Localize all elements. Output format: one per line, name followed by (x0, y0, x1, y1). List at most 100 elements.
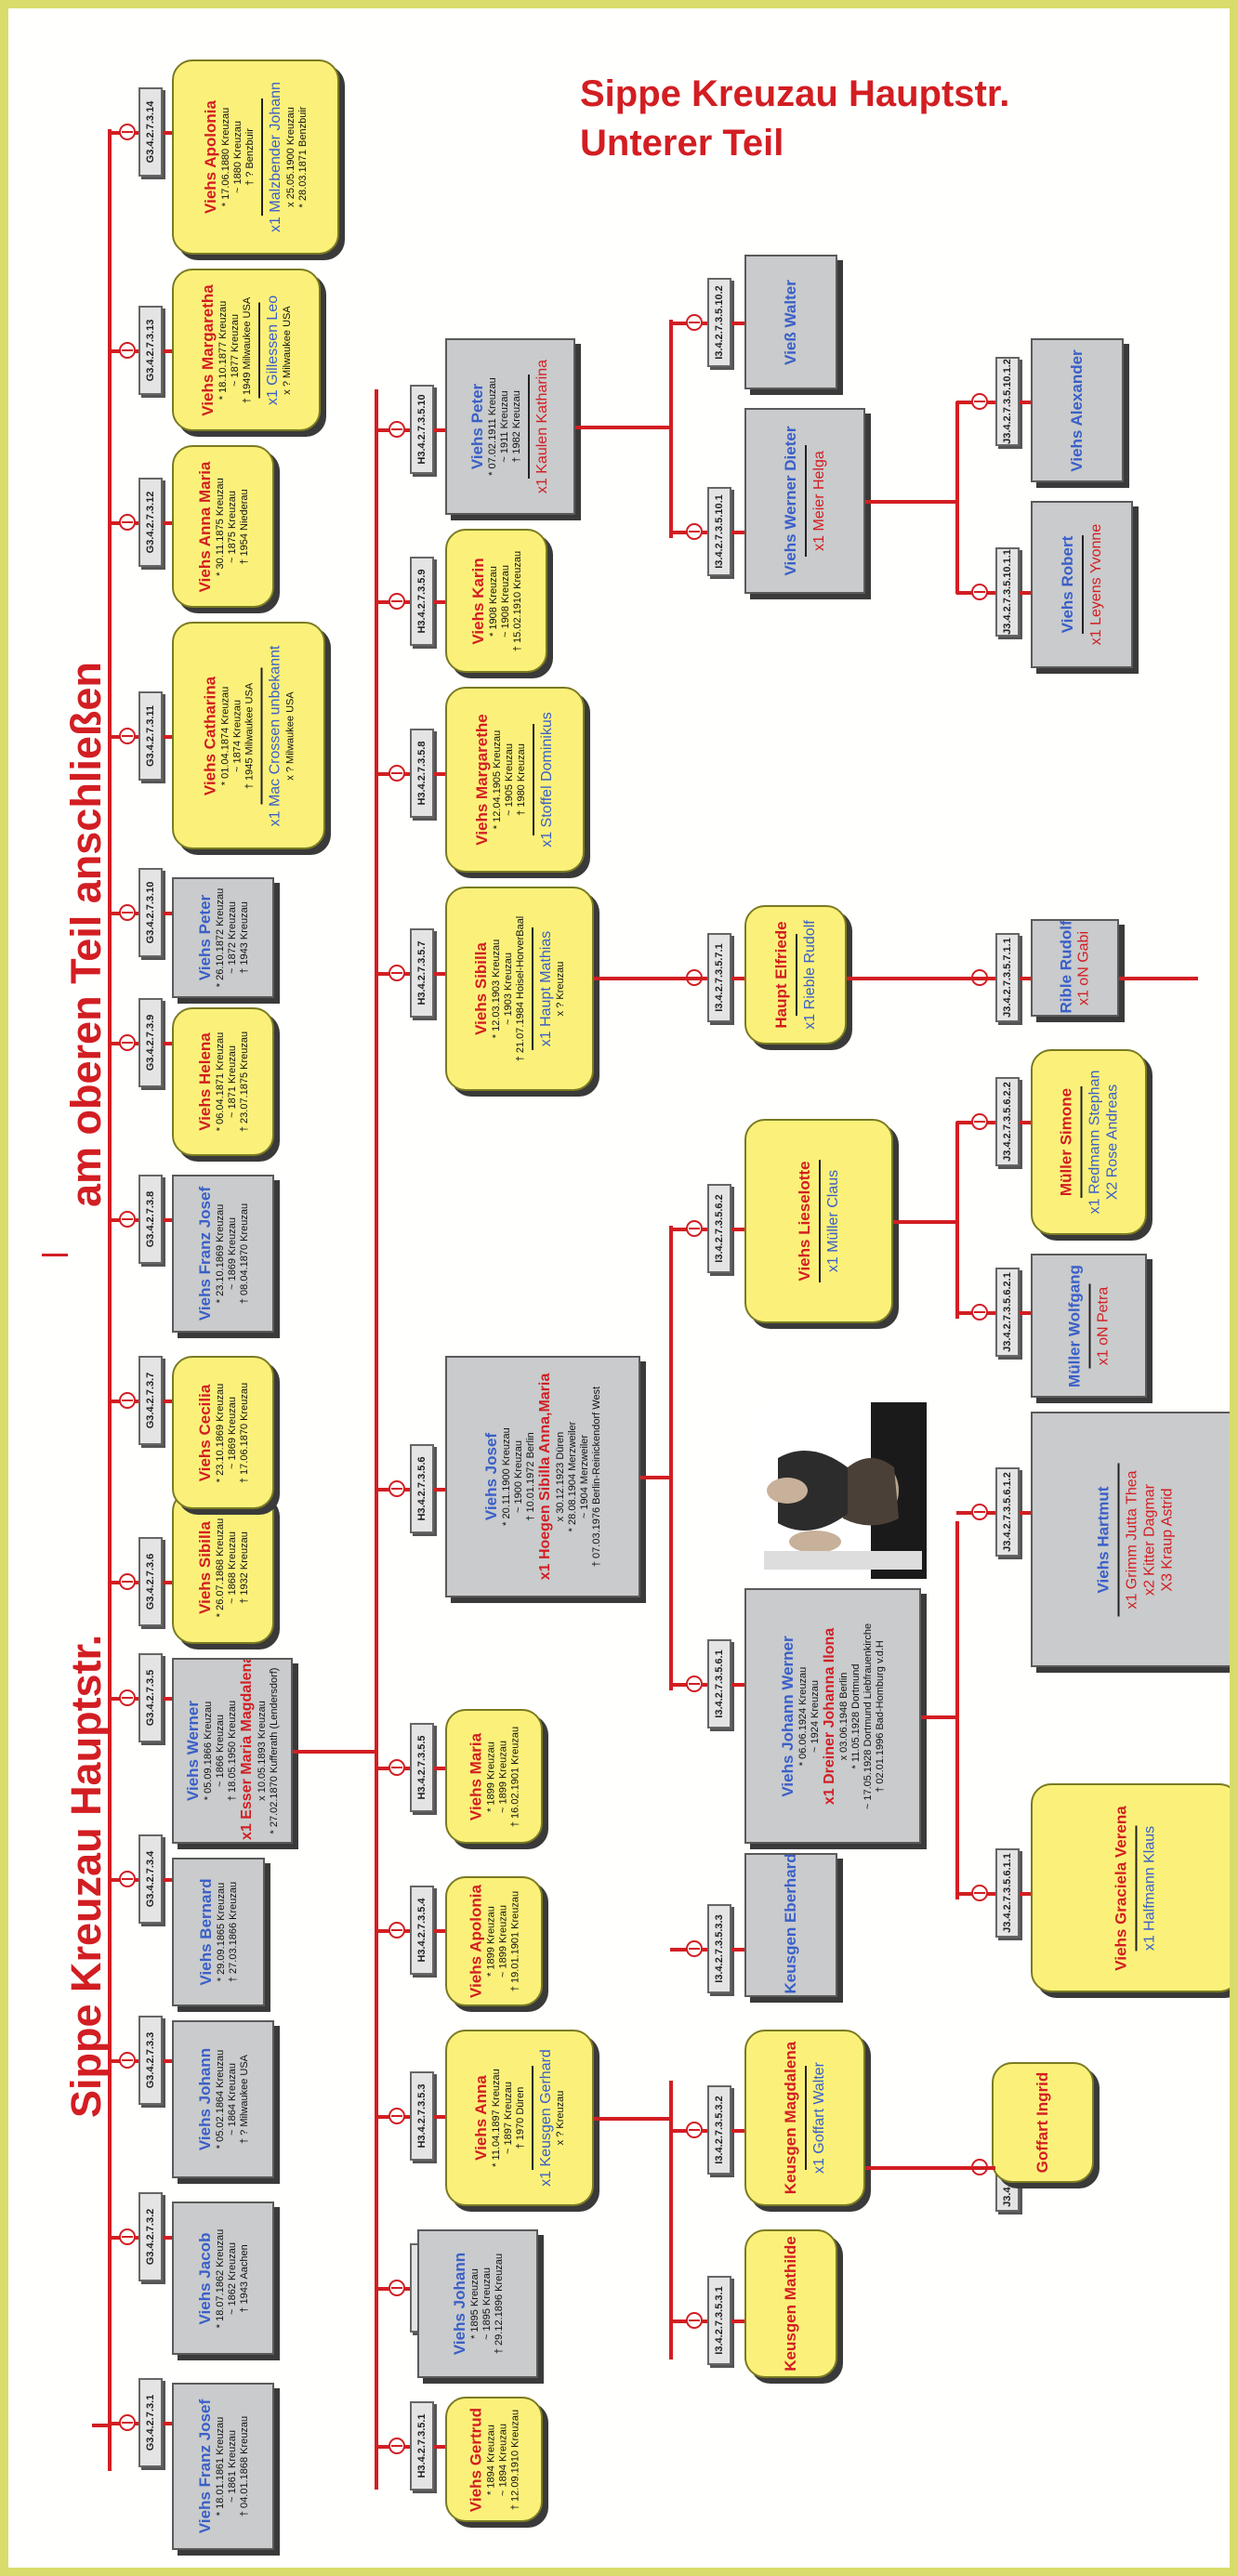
generation-code-tag: I3.4.2.7.3.5.10.2 (707, 278, 731, 367)
link-circle-icon (119, 1211, 136, 1228)
person-detail: ~ 1897 Kreuzau (502, 2082, 514, 2154)
person-card-text: Viehs Catharina* 01.04.1874 Kreuzau~ 187… (176, 625, 322, 846)
link-circle-icon (389, 1480, 405, 1497)
person-detail: * 28.08.1904 Merzweiler (566, 1421, 578, 1532)
link-circle-icon (389, 2438, 405, 2454)
generation-code: I3.4.2.7.3.5.3.2 (714, 2096, 725, 2164)
person-detail: * 29.09.1865 Kreuzau (216, 1882, 228, 1982)
person-card: Viehs Jacob* 18.07.1862 Kreuzau~ 1862 Kr… (172, 2201, 274, 2355)
person-name: Viehs Johann Werner (778, 1635, 797, 1797)
generation-code: G3.4.2.7.3.4 (145, 1850, 156, 1908)
link-circle-icon (389, 965, 405, 981)
person-card: Viehs Anna Maria* 30.11.1875 Kreuzau~ 18… (172, 445, 274, 608)
person-detail: ~ 1869 Kreuzau (226, 1396, 238, 1469)
person-card: Viehs Apolonia* 17.06.1880 Kreuzau~ 1880… (172, 59, 339, 255)
link-circle-icon (119, 2052, 136, 2069)
person-card-text: Viehs Franz Josef* 18.01.1861 Kreuzau~ 1… (176, 2386, 270, 2546)
generation-code: H3.4.2.7.3.5.10 (416, 394, 428, 465)
person-detail: x ? Kreuzau (555, 961, 567, 1017)
trunk-i-peter (669, 320, 673, 538)
card-divider (260, 667, 263, 804)
person-detail: † 29.12.1896 Kreuzau (493, 2253, 505, 2355)
generation-code: H3.4.2.7.3.5.6 (416, 1456, 428, 1521)
connector-line (434, 1488, 445, 1492)
person-detail: * 18.07.1862 Kreuzau (214, 2228, 226, 2328)
connector-line (163, 1400, 172, 1403)
person-card: Viehs Sibilla* 12.03.1903 Kreuzau~ 1903 … (445, 887, 594, 1091)
continue-line (1119, 977, 1198, 980)
generation-code: J3.4.2.7.3.5.10.1.2 (1002, 359, 1013, 444)
person-name: Viehs Alexander (1067, 348, 1086, 472)
generation-code-tag: J3.4.2.7.3.5.6.2.1 (995, 1268, 1020, 1357)
person-detail: x 25.05.1900 Kreuzau (284, 107, 296, 207)
person-name: Viehs Gertrud (467, 2407, 485, 2512)
person-card-text: Viehs Anna Maria* 30.11.1875 Kreuzau~ 18… (176, 449, 270, 604)
person-name: Viehs Apolonia (202, 100, 220, 214)
person-card-text: Goffart Ingrid (995, 2066, 1090, 2179)
generation-code-tag: G3.4.2.7.3.4 (138, 1834, 163, 1924)
person-detail: * 06.04.1871 Kreuzau (214, 1032, 226, 1132)
person-detail: ~ 1868 Kreuzau (226, 1531, 238, 1604)
person-card-text: Viehs Johann* 05.02.1864 Kreuzau~ 1864 K… (176, 2024, 270, 2175)
person-card-text: Viehs Peter* 07.02.1911 Kreuzau~ 1911 Kr… (449, 342, 572, 511)
generation-code: H3.4.2.7.3.5.8 (416, 741, 428, 806)
person-detail: * 23.10.1869 Kreuzau (214, 1203, 226, 1304)
person-detail: † 18.05.1950 Kreuzau (227, 1700, 239, 1802)
connector-line (731, 531, 744, 534)
person-detail: † 27.03.1866 Kreuzau (228, 1881, 240, 1983)
link-circle-icon (119, 342, 136, 359)
person-detail: ~ 1899 Kreuzau (497, 1905, 509, 1978)
person-detail: * 1899 Kreuzau (485, 1906, 497, 1977)
link-circle-icon (119, 2228, 136, 2245)
link-circle-icon (389, 593, 405, 610)
person-card: Viehs Franz Josef* 23.10.1869 Kreuzau~ 1… (172, 1175, 274, 1333)
person-name: Viehs Peter (468, 383, 487, 470)
generation-code-tag: G3.4.2.7.3.2 (138, 2192, 163, 2281)
generation-code: I3.4.2.7.3.5.6.1 (714, 1649, 725, 1718)
link-circle-icon (119, 1871, 136, 1887)
generation-code-tag: G3.4.2.7.3.1 (138, 2378, 163, 2467)
person-detail: * 11.05.1928 Dortmund (850, 1663, 863, 1768)
person-name: Viehs Johann (195, 2047, 214, 2151)
card-divider (804, 445, 807, 557)
person-card: Viehs Johann* 05.02.1864 Kreuzau~ 1864 K… (172, 2020, 274, 2178)
branch-sibilla-to-i (594, 977, 707, 980)
connector-line (434, 428, 445, 432)
person-detail: X3 Kraup Astrid (1158, 1487, 1175, 1592)
generation-code: I3.4.2.7.3.5.10.2 (714, 285, 725, 360)
person-card: Viehs Maria* 1899 Kreuzau~ 1899 Kreuzau†… (445, 1709, 543, 1844)
connector-line (434, 772, 445, 776)
person-detail: † 23.07.1875 Kreuzau (238, 1031, 250, 1133)
person-name: Keusgen Magdalena (781, 2041, 799, 2195)
generation-code: G3.4.2.7.3.9 (145, 1014, 156, 1071)
person-detail: ~ 1911 Kreuzau (499, 390, 511, 463)
connector-line (1020, 977, 1031, 980)
link-circle-icon (119, 1573, 136, 1590)
person-detail: ~ 1875 Kreuzau (226, 490, 238, 563)
side-title-left: Sippe Kreuzau Hauptstr. (62, 1634, 110, 2118)
person-detail: ~ 1864 Kreuzau (226, 2063, 238, 2136)
person-name: Viehs Sibilla (471, 942, 490, 1035)
card-divider (1088, 1282, 1091, 1369)
person-card: Keusgen Eberhard (744, 1853, 837, 1997)
card-divider (1081, 534, 1084, 635)
trunk-i-josef (669, 1226, 673, 1690)
generation-code: G3.4.2.7.3.3 (145, 2031, 156, 2089)
connector-line (163, 349, 172, 353)
person-card-text: Viehs Apolonia* 1899 Kreuzau~ 1899 Kreuz… (449, 1880, 539, 2003)
generation-code-tag: G3.4.2.7.3.6 (138, 1537, 163, 1626)
connector-line (731, 1228, 744, 1231)
person-detail: ~ 1895 Kreuzau (481, 2267, 493, 2340)
branch-johann-to-j (921, 1715, 956, 1719)
person-detail: † 02.01.1996 Bad-Homburg v.d.H (875, 1639, 887, 1793)
link-circle-icon (686, 314, 703, 331)
generation-code-tag: G3.4.2.7.3.9 (138, 998, 163, 1087)
person-name: Viehs Bernard (197, 1878, 215, 1986)
person-detail: * 11.04.1897 Kreuzau (490, 2069, 502, 2167)
branch-elfriede-to-j (847, 977, 995, 980)
link-circle-icon (971, 1304, 988, 1321)
generation-code-tag: I3.4.2.7.3.5.7.1 (707, 933, 731, 1022)
generation-code: I3.4.2.7.3.5.3.3 (714, 1914, 725, 1983)
person-detail: x1 Goffart Walter (810, 2061, 827, 2175)
